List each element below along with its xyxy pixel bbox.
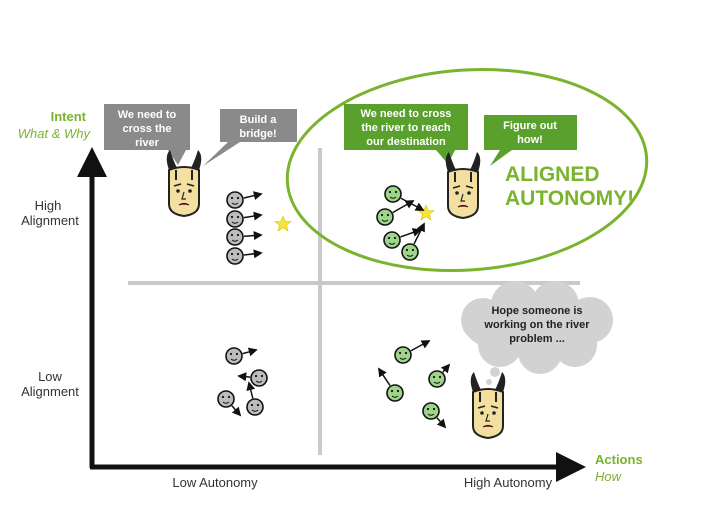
star-icon <box>417 204 435 221</box>
aligned-callout-line2: AUTONOMY! <box>505 187 634 210</box>
arrow-icon <box>243 231 263 241</box>
arrow-icon <box>413 222 425 245</box>
team-faces <box>217 185 451 429</box>
row-label-low-1: Low <box>38 369 62 384</box>
arrow-icon <box>243 211 263 221</box>
speech-bubble-top-left-1: We need to cross the river <box>104 104 190 165</box>
row-label-high-1: High <box>35 198 62 213</box>
star-icon <box>274 215 292 232</box>
arrow-icon <box>436 417 447 429</box>
team-member-face-icon <box>394 340 431 364</box>
team-member-face-icon <box>226 247 263 265</box>
x-axis-title: Actions <box>595 452 643 467</box>
arrow-icon <box>246 381 256 399</box>
bubble-line: bridge! <box>239 128 276 140</box>
bubble-line: Figure out <box>503 120 557 132</box>
aligned-callout-line1: ALIGNED <box>505 163 600 186</box>
row-label-low-2: Alignment <box>21 384 79 399</box>
y-axis-subtitle: What & Why <box>18 126 92 141</box>
bubble-line: cross the <box>123 123 172 135</box>
team-member-face-icon <box>226 228 263 246</box>
bubble-line: the river to reach <box>361 122 451 134</box>
arrow-icon <box>242 347 258 357</box>
arrow-icon <box>392 200 415 214</box>
col-label-high-autonomy: High Autonomy <box>464 475 553 490</box>
thought-cloud-icon: Hope someone is working on the river pro… <box>461 281 613 385</box>
team-member-face-icon <box>217 390 242 417</box>
speech-bubble-top-left-2: Build a bridge! <box>203 109 297 166</box>
team-member-face-icon <box>378 367 404 402</box>
arrow-icon <box>400 228 422 238</box>
row-label-high-2: Alignment <box>21 213 79 228</box>
y-axis-title: Intent <box>51 109 87 124</box>
team-member-face-icon <box>383 228 422 249</box>
speech-bubble-top-right-2: Figure out how! <box>484 115 577 166</box>
leader-face-icon <box>444 151 482 219</box>
cloud-line: Hope someone is <box>491 305 582 317</box>
leader-face-icon <box>165 149 203 217</box>
arrow-icon <box>410 340 431 352</box>
col-label-low-autonomy: Low Autonomy <box>172 475 258 490</box>
bubble-line: Build a <box>240 114 278 126</box>
bubble-line: river <box>135 137 160 149</box>
team-member-face-icon <box>401 222 425 261</box>
team-member-face-icon <box>246 381 264 416</box>
cloud-line: working on the river <box>483 319 590 331</box>
team-member-face-icon <box>422 402 447 429</box>
arrow-icon <box>243 249 263 259</box>
bubble-line: our destination <box>366 136 446 148</box>
team-member-face-icon <box>226 210 263 228</box>
x-axis-subtitle: How <box>595 469 623 484</box>
team-member-face-icon <box>226 191 263 209</box>
arrow-icon <box>378 367 391 386</box>
bubble-line: how! <box>517 134 543 146</box>
team-member-face-icon <box>225 347 258 365</box>
speech-bubble-top-right-1: We need to cross the river to reach our … <box>344 104 468 164</box>
arrow-icon <box>243 191 263 201</box>
arrow-icon <box>231 405 242 417</box>
aligned-autonomy-ellipse <box>285 67 649 273</box>
arrow-icon <box>440 363 451 374</box>
cloud-line: problem ... <box>509 333 565 345</box>
bubble-line: We need to cross <box>361 108 452 120</box>
bubble-line: We need to <box>118 109 177 121</box>
arrow-icon <box>237 372 251 382</box>
arrow-icon <box>400 197 425 211</box>
team-member-face-icon <box>237 369 268 387</box>
team-member-face-icon <box>428 363 451 388</box>
team-member-face-icon <box>376 200 415 226</box>
